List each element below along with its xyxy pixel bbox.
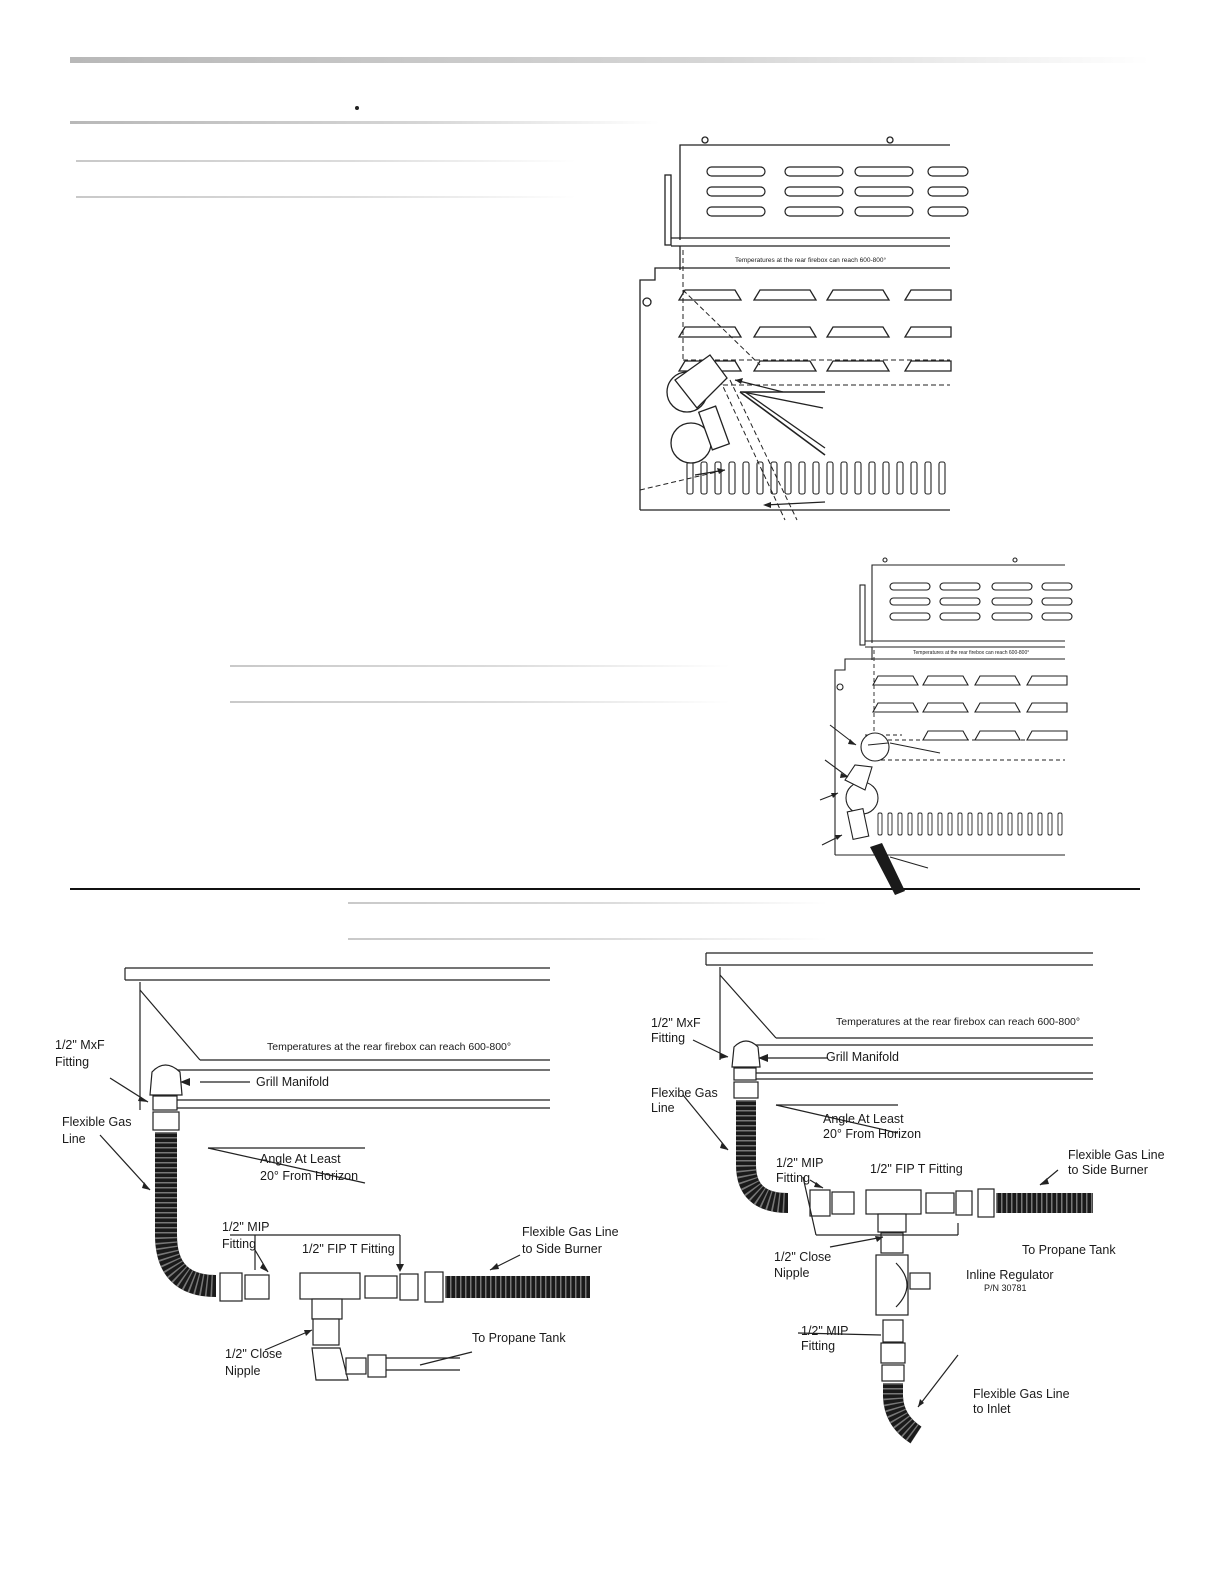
label-close-1: 1/2" Close: [225, 1347, 282, 1361]
label-r-mip-1: 1/2" MIP: [776, 1156, 824, 1170]
label-angle-2: 20° From Horizon: [260, 1169, 358, 1183]
subsection-rule-1b: [76, 196, 576, 198]
section-rule-1: [70, 121, 660, 124]
label-tank: To Propane Tank: [472, 1331, 566, 1345]
gas-connection-diagram-left: Temperatures at the rear firebox can rea…: [55, 967, 619, 1381]
label-r-angle-2: 20° From Horizon: [823, 1127, 921, 1141]
subsection-rule-3b: [348, 938, 828, 940]
label-r-inlet-2: to Inlet: [973, 1402, 1011, 1416]
label-manifold: Grill Manifold: [256, 1075, 329, 1089]
firebox-rear-diagram-middle: Temperatures at the rear firebox can rea…: [819, 557, 1073, 895]
gas-connection-diagram-right: Temperatures at the rear firebox can rea…: [651, 952, 1165, 1444]
label-mip-2: Fitting: [222, 1237, 256, 1251]
label-r-mip2-1: 1/2" MIP: [801, 1324, 849, 1338]
firebox-warning-left: Temperatures at the rear firebox can rea…: [267, 1041, 511, 1053]
label-mip-1: 1/2" MIP: [222, 1220, 270, 1234]
subsection-rule-1a: [76, 160, 576, 162]
firebox-warning-middle: Temperatures at the rear firebox can rea…: [913, 650, 1029, 656]
label-side-2: to Side Burner: [522, 1242, 602, 1256]
label-r-regulator: Inline Regulator: [966, 1268, 1054, 1282]
firebox-rear-diagram-top: Temperatures at the rear firebox can rea…: [639, 136, 969, 521]
header-rule: [70, 57, 1150, 63]
firebox-warning-top: Temperatures at the rear firebox can rea…: [735, 256, 887, 264]
label-r-mxf-2: Fitting: [651, 1031, 685, 1045]
label-r-fip: 1/2" FIP T Fitting: [870, 1162, 963, 1176]
bullet-dot: [355, 106, 359, 110]
label-flex-2: Line: [62, 1132, 86, 1146]
subsection-rule-2b: [230, 701, 730, 703]
label-r-tank: To Propane Tank: [1022, 1243, 1116, 1257]
label-r-flex-2: Line: [651, 1101, 675, 1115]
label-r-side-1: Flexible Gas Line: [1068, 1148, 1165, 1162]
label-flex-1: Flexible Gas: [62, 1115, 131, 1129]
label-r-close-2: Nipple: [774, 1266, 809, 1280]
label-r-side-2: to Side Burner: [1068, 1163, 1148, 1177]
label-r-mxf-1: 1/2" MxF: [651, 1016, 701, 1030]
label-r-flex-1: Flexibe Gas: [651, 1086, 718, 1100]
label-r-mip2-2: Fitting: [801, 1339, 835, 1353]
label-r-close-1: 1/2" Close: [774, 1250, 831, 1264]
label-angle-1: Angle At Least: [260, 1152, 341, 1166]
label-mxf-2: Fitting: [55, 1055, 89, 1069]
subsection-rule-2a: [230, 665, 730, 667]
firebox-warning-right: Temperatures at the rear firebox can rea…: [836, 1016, 1080, 1028]
section-divider: [70, 888, 1140, 890]
label-mxf-1: 1/2" MxF: [55, 1038, 105, 1052]
label-r-inlet-1: Flexible Gas Line: [973, 1387, 1070, 1401]
label-fip: 1/2" FIP T Fitting: [302, 1242, 395, 1256]
label-side-1: Flexible Gas Line: [522, 1225, 619, 1239]
label-close-2: Nipple: [225, 1364, 260, 1378]
label-r-angle-1: Angle At Least: [823, 1112, 904, 1126]
label-r-manifold: Grill Manifold: [826, 1050, 899, 1064]
label-r-mip-2: Fitting: [776, 1171, 810, 1185]
subsection-rule-3a: [348, 902, 828, 904]
label-r-regulator-pn: P/N 30781: [984, 1283, 1027, 1293]
